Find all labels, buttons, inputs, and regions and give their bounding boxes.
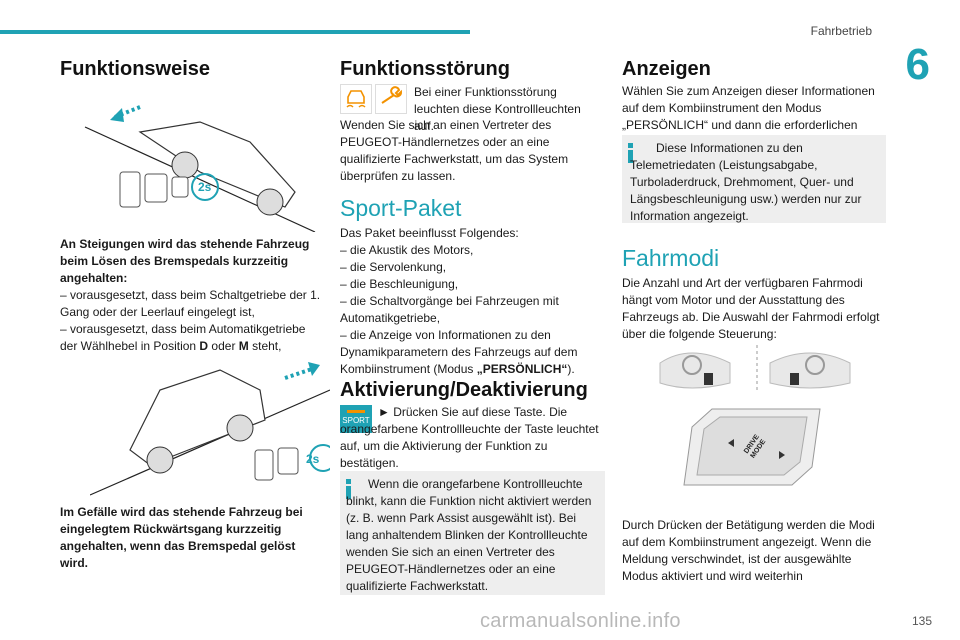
- drive-mode-switch[interactable]: DRIVE MODE: [682, 407, 822, 487]
- sport-list: Das Paket beeinflusst Folgendes: – die A…: [340, 225, 605, 378]
- heading-aktivierung: Aktivierung/Deaktivierung: [340, 379, 588, 401]
- uphill-caption: An Steigungen wird das stehende Fahrzeug…: [60, 236, 322, 355]
- drive-mode-text: Durch Drücken der Betätigung werden die …: [622, 518, 875, 583]
- sport-item: – die Akustik des Motors,: [340, 243, 474, 257]
- hold-duration-badge-1: 2s: [198, 180, 212, 194]
- sport-item: – die Anzeige von Informationen zu den D…: [340, 327, 605, 378]
- downhill-car-illustration: [90, 362, 330, 496]
- steht-text: steht,: [248, 339, 282, 353]
- heading-funktionsweise: Funktionsweise: [60, 58, 211, 80]
- hold-duration-badge-2: 2s: [306, 452, 320, 466]
- uphill-item-manual: – vorausgesetzt, dass beim Schaltgetrieb…: [60, 288, 321, 319]
- info-icon: [346, 479, 351, 499]
- modus-end: ).: [567, 362, 575, 376]
- section-title: Fahrbetrieb: [810, 24, 872, 38]
- uphill-item-automatic-text: – vorausgesetzt, dass beim Automatikgetr…: [60, 322, 306, 353]
- info-text-activation: Wenn die orangefarbene Kontrollleuchte b…: [346, 477, 592, 593]
- sport-intro: Das Paket beeinflusst Folgendes:: [340, 226, 519, 240]
- sport-button-label: SPORT: [342, 416, 370, 425]
- heading-anzeigen: Anzeigen: [622, 58, 711, 80]
- sport-item: – die Schaltvorgänge bei Fahrzeugen mit …: [340, 294, 559, 325]
- warning-light-wrench-icon: [375, 84, 407, 114]
- position-m: M: [238, 339, 249, 353]
- uphill-car-illustration: [84, 105, 316, 232]
- uphill-caption-bold: An Steigungen wird das stehende Fahrzeug…: [60, 237, 310, 285]
- sport-item: – die Beschleunigung,: [340, 277, 459, 291]
- header-accent-bar: [0, 30, 470, 34]
- heading-fahrmodi: Fahrmodi: [622, 245, 720, 271]
- info-box-telemetry: Diese Informationen zu den Telemetriedat…: [622, 135, 886, 223]
- chapter-number: 6: [905, 40, 930, 89]
- warning-light-skid-icon: [340, 84, 372, 114]
- fault-text-2: Wenden Sie sich an einen Vertreter des P…: [340, 118, 569, 183]
- sport-item-text: – die Anzeige von Informationen zu den D…: [340, 328, 578, 376]
- position-d: D: [199, 339, 209, 353]
- heading-sport-paket: Sport-Paket: [340, 195, 462, 221]
- info-box-activation: Wenn die orangefarbene Kontrollleuchte b…: [340, 471, 605, 595]
- page-number: 135: [911, 614, 932, 628]
- steering-wheel-illustration: [659, 345, 851, 391]
- info-icon: [628, 143, 633, 163]
- heading-funktionsstoerung: Funktionsstörung: [340, 58, 510, 80]
- uphill-item-automatic: – vorausgesetzt, dass beim Automatikgetr…: [60, 321, 322, 355]
- sport-item: – die Servolenkung,: [340, 260, 447, 274]
- sport-button-icon: SPORT: [340, 405, 372, 433]
- modus-persoenlich: „PERSÖNLICH“: [476, 362, 568, 376]
- watermark: carmanualsonline.info: [480, 610, 681, 632]
- downhill-caption: Im Gefälle wird das stehende Fahrzeug be…: [60, 505, 303, 570]
- info-text-telemetry: Diese Informationen zu den Telemetriedat…: [630, 141, 862, 223]
- oder-text: oder: [208, 339, 239, 353]
- activation-text: ► Drücken Sie auf diese Taste. Die orang…: [340, 405, 599, 470]
- fault-text: Bei einer Funktionsstörung leuchten dies…: [414, 85, 581, 133]
- fahrmodi-text: Die Anzahl und Art der verfügbaren Fahrm…: [622, 276, 880, 341]
